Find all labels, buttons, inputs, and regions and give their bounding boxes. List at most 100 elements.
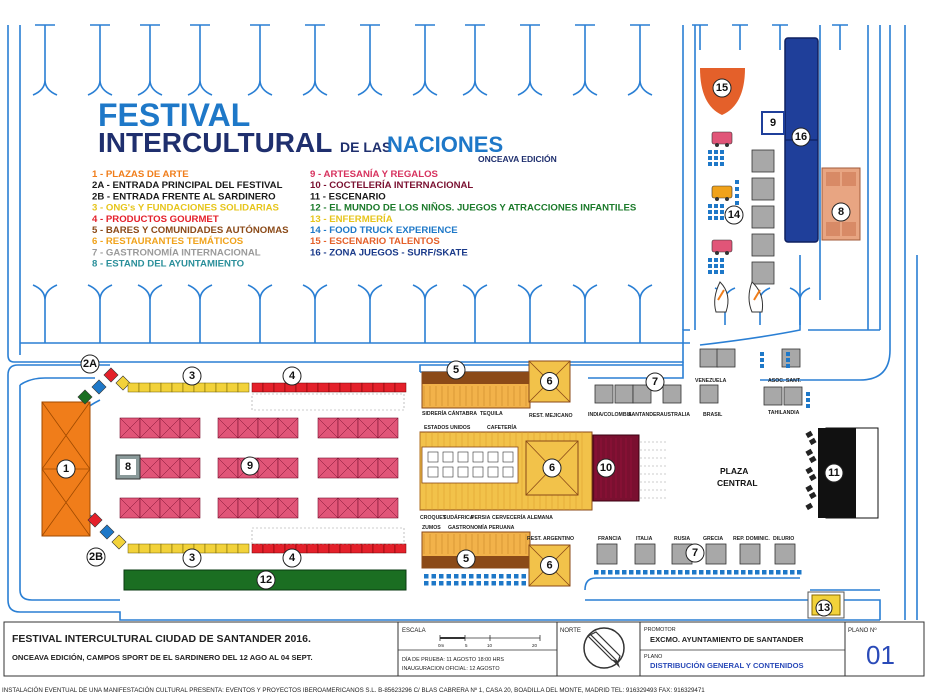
seat-icon: [714, 258, 718, 262]
scale-tick-20: 20: [532, 643, 538, 648]
gourmet-stall: [273, 543, 286, 554]
label-australia: AUSTRALIA: [660, 412, 690, 418]
label-cafeteria: CAFETERÍA: [487, 423, 517, 431]
seat-icon: [720, 258, 724, 262]
ngo-stall: [127, 382, 140, 393]
label-persia: PERSIA: [471, 515, 491, 521]
marker-6-central: 6: [549, 462, 555, 474]
gourmet-stall: [339, 543, 352, 554]
booth-line: [237, 497, 259, 519]
gourmet-stall: [361, 543, 374, 554]
booth-line: [277, 497, 299, 519]
seat-icon: [720, 204, 724, 208]
marker-10: 10: [600, 462, 612, 474]
seat-icon: [439, 574, 444, 579]
ngo-stall: [160, 543, 173, 554]
title-block: FESTIVAL INTERCULTURAL CIUDAD DE SANTAND…: [3, 621, 925, 677]
speaker-icon: [805, 466, 814, 475]
parking-stall: [137, 24, 163, 96]
booth-line: [139, 497, 161, 519]
seat-icon: [708, 210, 712, 214]
truck-wheel: [715, 143, 719, 147]
seat-icon: [720, 570, 725, 575]
seat-icon: [714, 264, 718, 268]
parking-stall: [302, 24, 328, 96]
seat-icon: [806, 404, 810, 408]
food-truck-icon: [711, 131, 733, 145]
seat-icon: [769, 570, 774, 575]
label-croquet: CROQUET: [420, 515, 447, 521]
table-icon: [487, 451, 499, 463]
gourmet-stall: [306, 382, 319, 393]
seat-icon: [499, 581, 504, 586]
speaker-icon: [805, 484, 814, 493]
seat-icon: [650, 570, 655, 575]
seat-icon: [708, 204, 712, 208]
seat-icon: [514, 574, 519, 579]
seat-icon: [636, 570, 641, 575]
seat-icon: [506, 574, 511, 579]
label-rest-argentino: REST. ARGENTINO: [527, 536, 574, 542]
ngo-stall: [160, 382, 173, 393]
booth-line: [357, 457, 379, 479]
seat-icon: [706, 570, 711, 575]
seat-icon: [476, 581, 481, 586]
seat-icon: [762, 570, 767, 575]
scale-bar: [440, 637, 465, 639]
seat-icon: [439, 581, 444, 586]
marker-7-top: 7: [652, 376, 658, 388]
ngo-stall: [204, 543, 217, 554]
seat-icon: [461, 574, 466, 579]
seat-icon: [521, 581, 526, 586]
ngo-stall: [138, 543, 151, 554]
legend-item: 14 - FOOD TRUCK EXPERIENCE: [310, 225, 458, 236]
seat-icon: [685, 570, 690, 575]
seat-icon: [514, 581, 519, 586]
label-cerveceria: CERVECERÍA ALEMANA: [492, 513, 553, 521]
intl-booth: [763, 386, 783, 406]
seat-icon: [446, 574, 451, 579]
seat-icon: [714, 216, 718, 220]
parking-stall: [412, 24, 438, 96]
label-rep-domin: REP. DOMINIC.: [733, 536, 770, 542]
intl-booth: [634, 543, 656, 565]
intl-booth: [596, 543, 618, 565]
ngo-stall: [171, 543, 184, 554]
gourmet-stall: [251, 543, 264, 554]
parking-stall: [357, 284, 383, 343]
booth-line: [179, 497, 201, 519]
inauguracion: INAUGURACION OFICIAL: 12 AGOSTO: [402, 666, 500, 672]
booth-line: [337, 497, 359, 519]
zone-9-crafts: 9: [119, 417, 399, 519]
seat-icon: [608, 570, 613, 575]
gourmet-stall: [361, 382, 374, 393]
gourmet-stall: [383, 543, 396, 554]
ngo-stall: [226, 382, 239, 393]
seat-icon: [615, 570, 620, 575]
seat-icon: [727, 570, 732, 575]
logo-edition: ONCEAVA EDICIÓN: [478, 153, 557, 164]
intl-booth: [739, 543, 761, 565]
seat-icon: [714, 156, 718, 160]
seat-icon: [720, 264, 724, 268]
festival-logo: FESTIVAL INTERCULTURAL DE LAS NACIONES O…: [98, 97, 557, 164]
seat-icon: [484, 574, 489, 579]
seat-icon: [601, 570, 606, 575]
table-icon: [472, 466, 484, 478]
booth-line: [277, 417, 299, 439]
seat-icon: [657, 570, 662, 575]
label-india: INDIA/COLOMBIA: [588, 412, 632, 418]
scale-tick-5: 5: [465, 643, 468, 648]
seat-icon: [786, 364, 790, 368]
seat-icon: [783, 570, 788, 575]
zone-12-kids: 12: [123, 569, 407, 591]
zone-16-surf-skate: 16: [784, 37, 819, 243]
stand-booth: [751, 177, 775, 201]
logo-line2: INTERCULTURAL: [98, 127, 332, 158]
marker-15: 15: [716, 82, 728, 94]
booth-line: [159, 417, 181, 439]
entrance-2a: 2A: [77, 354, 131, 405]
seat-icon: [678, 570, 683, 575]
ngo-stall: [149, 543, 162, 554]
zone-6-restaurants: 6 REST. MEJICANO 6 6 REST. ARGENTINO: [525, 360, 579, 587]
